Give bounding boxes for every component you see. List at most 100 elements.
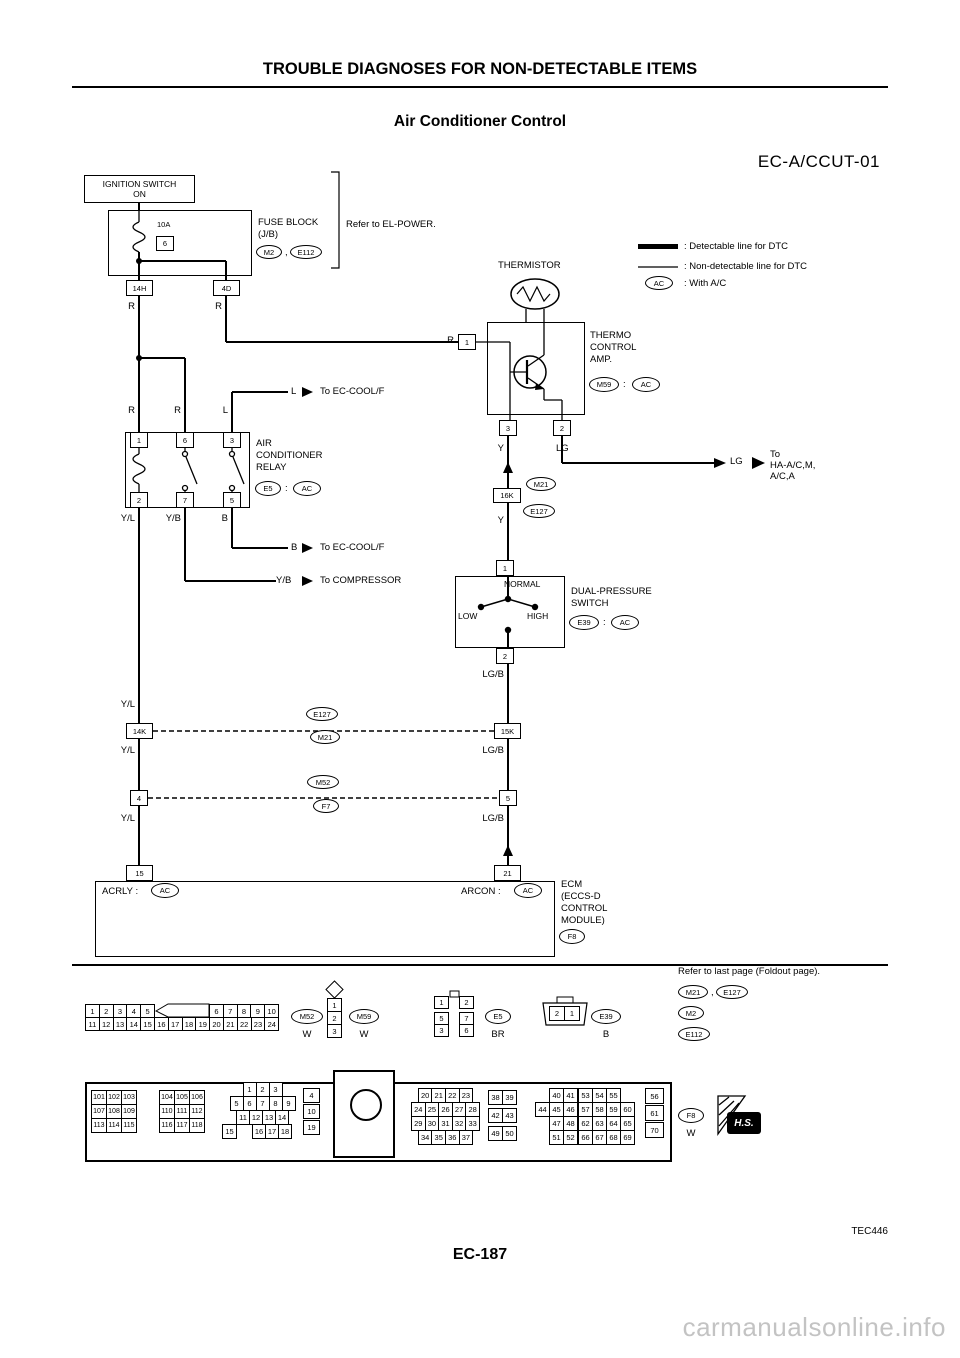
pin-cell: 70 [645,1122,664,1138]
connector-14k: 14K [126,723,153,739]
connector-oval-m21: M21 [526,477,556,491]
pin-cell: 7 [222,1004,238,1018]
branch-wire-yb: Y/B [276,575,292,586]
ecm-name-2: (ECCS-D [561,891,601,902]
relay-pin-7: 7 [176,492,194,508]
dps-low-label: LOW [458,611,478,621]
wire-color-r: R [215,301,222,312]
pin-cell: 13 [262,1110,276,1125]
pin-cell: 20 [417,1088,433,1103]
connector-4d: 4D [213,280,240,296]
pin-cell: 5 [229,1096,244,1111]
pin-cell: 101 [91,1090,107,1105]
m59-key-icon [325,980,344,999]
wire-color-r: R [447,335,454,346]
pin-cell: 19 [195,1017,211,1031]
e39-tab-icon [556,996,574,1004]
pin-cell: 17 [167,1017,183,1031]
ecm-box [95,881,555,957]
pin-cell: 3 [327,1024,342,1038]
pin-cell: 44 [535,1102,550,1117]
pin-cell: 54 [592,1088,607,1103]
wire-color-lg: LG [730,456,743,467]
wire-color-yl: Y/L [120,813,135,824]
wire-color-lg: LG [556,443,569,454]
ac-oval: AC [611,615,639,630]
pin-cell: 4 [126,1004,142,1018]
pin-cell: 104 [159,1090,175,1105]
amp-name-2: CONTROL [590,342,637,353]
pin-cell: 1 [85,1004,100,1018]
pin-cell: 67 [592,1130,607,1145]
relay-pin-6: 6 [176,432,194,448]
pin-cell: 46 [563,1102,578,1117]
pin-cell: 41 [563,1088,578,1103]
wire-color-lgb: LG/B [482,813,504,824]
e5-pin-grid: 2 [459,996,474,1009]
pin-cell: 56 [645,1088,664,1104]
connector-oval-m21: M21 [678,985,708,999]
connector-oval-f8: F8 [559,929,585,944]
connector-oval-f7: F7 [313,799,339,813]
pin-cell: 31 [438,1116,453,1131]
pin-cell: 51 [549,1130,564,1145]
pin-cell: 2 [255,1082,270,1097]
pin-cell: 23 [458,1088,474,1103]
connector-oval-m2: M2 [678,1006,704,1020]
wire-color-r: R [128,405,135,416]
pin-cell: 117 [174,1118,190,1133]
connector-oval-m2: M2 [256,245,282,259]
pin-cell: 3 [434,1024,449,1037]
connector-oval-m52: M52 [291,1009,323,1024]
ecm-name-4: MODULE) [561,915,605,926]
ac-oval: AC [151,883,179,898]
to-ha-line3: A/C,A [770,471,795,482]
ignition-state-label: ON [133,189,146,199]
pin-cell: 13 [112,1017,128,1031]
connector-color-w: W [359,1029,369,1040]
pin-cell: 18 [181,1017,197,1031]
fuse-block-label1: FUSE BLOCK [258,217,319,228]
dps-pin-2: 2 [496,648,514,664]
connector-oval-e112: E112 [678,1027,710,1041]
diagram-title: Air Conditioner Control [393,113,567,130]
section-rule [72,964,888,966]
connector-16k: 16K [493,488,521,503]
pin-cell: 34 [417,1130,433,1145]
ecm-pin-21: 21 [494,865,521,881]
pin-cell: 37 [458,1130,474,1145]
wire-color-yb: Y/B [165,513,181,524]
pin-cell: 102 [106,1090,122,1105]
wire-color-l: L [222,405,228,416]
pin-cell: 55 [606,1088,621,1103]
pin-cell: 20 [209,1017,224,1031]
pin-cell: 29 [411,1116,426,1131]
pin-cell: 107 [91,1104,107,1119]
amp-pin-1: 1 [458,334,476,350]
legend-detectable: : Detectable line for DTC [684,241,789,252]
pin-cell: 108 [106,1104,122,1119]
pin-cell: 10 [303,1104,320,1119]
pin-cell: 6 [242,1096,257,1111]
pin-cell: 42 [488,1108,503,1123]
ecm-connector-grid: 15 [222,1124,237,1139]
pin-cell: 14 [126,1017,142,1031]
pin-cell: 14 [275,1110,289,1125]
thermistor-label: THERMISTOR [498,260,561,271]
amp-name-3: AMP. [590,354,613,365]
pin-cell: 11 [236,1110,250,1125]
connector-oval-e127: E127 [716,985,748,999]
connector-oval-m59: M59 [349,1009,379,1024]
wire-color-yl: Y/L [120,699,135,710]
pin-cell: 1 [242,1082,257,1097]
thermo-amp-box [487,322,585,415]
pin-cell: 18 [278,1124,292,1139]
pin-cell: 17 [265,1124,279,1139]
wire-color-y: Y [497,443,504,454]
